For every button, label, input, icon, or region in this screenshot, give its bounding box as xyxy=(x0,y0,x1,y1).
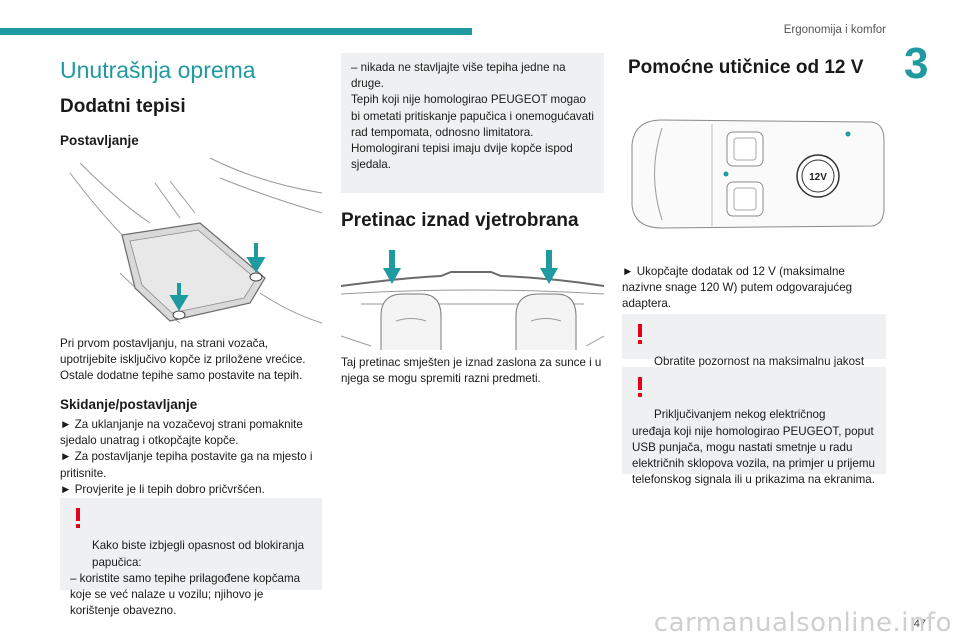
subheading-remove: Skidanje/postavljanje xyxy=(60,397,198,412)
warning-box-max-current: Obratite pozornost na maksimalnu jakost … xyxy=(622,314,886,385)
chapter-number: 3 xyxy=(904,39,929,88)
overhead-storage-text: Taj pretinac smješten je iznad zaslona z… xyxy=(341,356,602,386)
heading-floor-mats: Dodatni tepisi xyxy=(60,96,186,117)
floor-mat-illustration xyxy=(69,157,322,324)
socket-label: 12V xyxy=(809,172,827,183)
header-accent-bar xyxy=(0,28,472,35)
warning-interference-intro: Priključivanjem nekog električnog xyxy=(654,408,826,422)
warning-box-mats: Kako biste izbjegli opasnost od blokiran… xyxy=(60,498,322,617)
chapter-title: Ergonomija i komfor xyxy=(783,24,886,36)
warning-exclamation-icon xyxy=(638,324,642,344)
watermark: carmanualsonline.info xyxy=(653,608,952,638)
overhead-storage-illustration xyxy=(341,250,604,350)
remove-text: ► Za uklanjanje na vozačevoj strani poma… xyxy=(60,418,313,496)
note-box-mats-continued: – nikada ne stavljajte više tepiha jedne… xyxy=(341,53,604,193)
warning-detail: – koristite samo tepihe prilagođene kopč… xyxy=(70,571,301,618)
section-title: Unutrašnja oprema xyxy=(60,57,256,83)
install-text: Pri prvom postavljanju, na strani vozača… xyxy=(60,337,306,383)
warning-exclamation-icon xyxy=(76,508,80,528)
subheading-install: Postavljanje xyxy=(60,133,139,148)
warning-interference-detail: uređaja koji nije homologirao PEUGEOT, p… xyxy=(632,424,875,487)
warning-exclamation-icon xyxy=(638,377,642,397)
warning-box-interference: Priključivanjem nekog električnog uređaja… xyxy=(622,367,886,486)
socket-location-illustration: 12V xyxy=(631,119,885,229)
heading-12v-socket: Pomoćne utičnice od 12 V xyxy=(628,57,864,78)
socket-text: ► Ukopčajte dodatak od 12 V (maksimalne … xyxy=(622,265,853,311)
page-number: 47 xyxy=(913,618,926,630)
warning-intro: Kako biste izbjegli opasnost od blokiran… xyxy=(92,539,305,569)
heading-overhead-storage: Pretinac iznad vjetrobrana xyxy=(341,210,579,231)
